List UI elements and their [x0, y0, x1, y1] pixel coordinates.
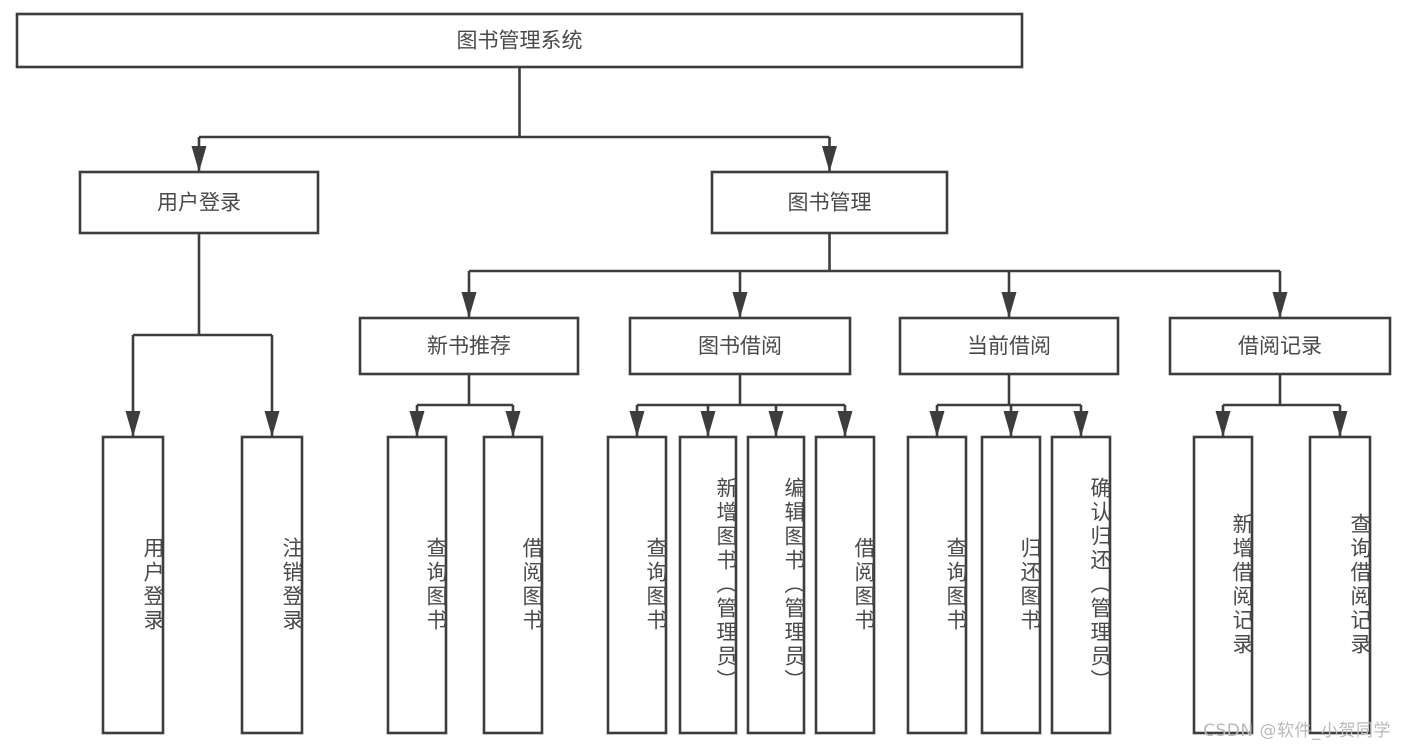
watermark-text: CSDN @软件_小贺同学: [1203, 721, 1391, 741]
node-box-user-login[interactable]: [78, 170, 320, 235]
arrow-head-icon: [191, 146, 207, 172]
arrow-head-icon: [125, 411, 141, 437]
node-box-leaf-query-book-1[interactable]: [386, 435, 448, 735]
node-label-book-borrow: 图书借阅: [698, 334, 782, 358]
node-box-leaf-return-book[interactable]: [980, 435, 1042, 735]
node-box-leaf-query-book-3[interactable]: [906, 435, 968, 735]
arrow-head-icon: [1003, 411, 1019, 437]
arrow-head-icon: [1215, 411, 1231, 437]
node-label-root: 图书管理系统: [457, 29, 583, 53]
node-box-leaf-query-record[interactable]: [1308, 435, 1372, 735]
node-label-new-book-rec: 新书推荐: [427, 334, 511, 358]
node-box-leaf-borrow-book-2[interactable]: [814, 435, 876, 735]
arrow-head-icon: [732, 292, 748, 318]
node-box-leaf-borrow-book-1[interactable]: [482, 435, 544, 735]
arrow-head-icon: [461, 292, 477, 318]
node-label-user-login: 用户登录: [157, 191, 241, 215]
node-box-book-borrow[interactable]: [628, 316, 852, 376]
arrow-head-icon: [1332, 411, 1348, 437]
arrow-head-icon: [505, 411, 521, 437]
node-boxes: [15, 12, 1392, 735]
node-label-borrow-record: 借阅记录: [1238, 334, 1322, 358]
node-box-leaf-add-record[interactable]: [1192, 435, 1254, 735]
arrow-head-icon: [409, 411, 425, 437]
node-box-new-book-rec[interactable]: [358, 316, 580, 376]
arrow-head-icon: [264, 411, 280, 437]
node-box-leaf-add-book[interactable]: [678, 435, 738, 735]
node-box-root[interactable]: [15, 12, 1024, 69]
arrow-head-icon: [629, 411, 645, 437]
node-label-current-borrow: 当前借阅: [967, 334, 1051, 358]
node-box-book-manage[interactable]: [710, 170, 949, 235]
node-box-leaf-query-book-2[interactable]: [606, 435, 668, 735]
arrow-head-icon: [1001, 292, 1017, 318]
node-box-current-borrow[interactable]: [898, 316, 1120, 376]
arrow-head-icon: [822, 146, 837, 172]
node-box-borrow-record[interactable]: [1168, 316, 1392, 376]
arrow-head-icon: [768, 411, 784, 437]
arrow-head-icon: [1272, 292, 1288, 318]
arrow-head-icon: [837, 411, 853, 437]
arrow-head-icon: [1073, 411, 1089, 437]
node-box-leaf-confirm-return[interactable]: [1050, 435, 1112, 735]
connector-lines: [125, 67, 1348, 437]
node-box-leaf-user-login[interactable]: [101, 435, 165, 735]
node-box-leaf-edit-book[interactable]: [746, 435, 806, 735]
node-box-leaf-logout[interactable]: [240, 435, 304, 735]
node-label-book-manage: 图书管理: [788, 191, 872, 215]
arrow-head-icon: [929, 411, 945, 437]
arrow-head-icon: [700, 411, 716, 437]
